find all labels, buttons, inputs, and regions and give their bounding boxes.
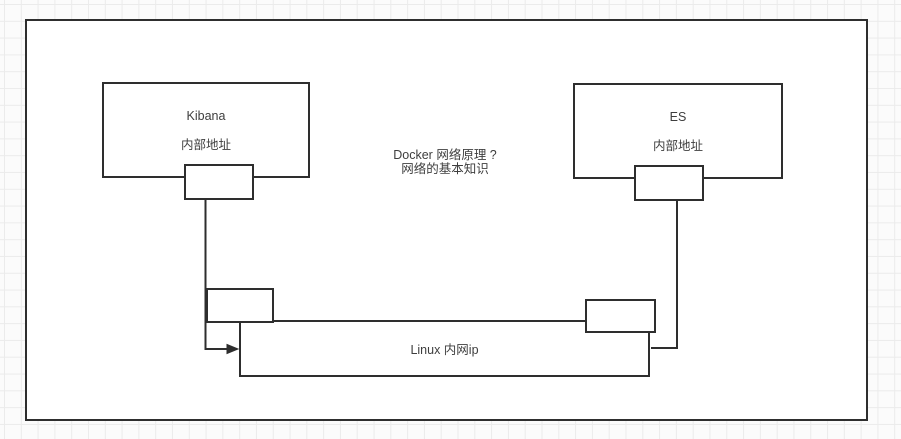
kibana-node[interactable]: Kibana 内部地址 xyxy=(102,82,310,178)
es-node-sublabel: 内部地址 xyxy=(652,138,703,153)
diagram-title-line1: Docker 网络原理 ? xyxy=(393,148,497,162)
linux-host-node[interactable]: Linux 内网ip xyxy=(239,320,650,377)
kibana-node-title: Kibana xyxy=(186,108,226,123)
diagram-title: Docker 网络原理 ? 网络的基本知识 xyxy=(335,148,555,176)
linux-right-port-box[interactable] xyxy=(585,299,656,333)
es-node-title: ES xyxy=(669,109,687,124)
es-node[interactable]: ES 内部地址 xyxy=(573,83,783,179)
diagram-title-line2: 网络的基本知识 xyxy=(401,161,489,176)
linux-left-port-box[interactable] xyxy=(206,288,274,323)
linux-node-label: Linux 内网ip xyxy=(410,343,479,357)
kibana-port-box[interactable] xyxy=(184,164,254,200)
kibana-node-sublabel: 内部地址 xyxy=(180,137,231,152)
es-port-box[interactable] xyxy=(634,165,704,201)
